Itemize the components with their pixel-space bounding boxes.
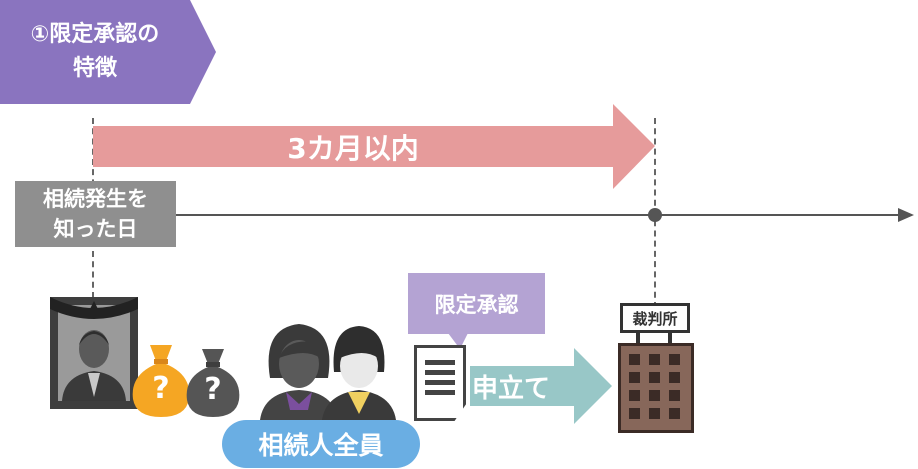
court-sign: 裁判所: [620, 303, 690, 333]
orange-bag-question-mark: ?: [152, 370, 170, 406]
heirs-badge: 相続人全員: [222, 420, 420, 468]
building-window: [649, 372, 660, 383]
building-window: [629, 354, 640, 365]
building-window: [629, 408, 640, 419]
timeline-axis: [93, 214, 905, 216]
court-sign-post: [668, 333, 672, 343]
deadline-marker: [648, 208, 662, 222]
document-line: [425, 390, 455, 395]
period-label: 3カ月以内: [287, 131, 419, 165]
building-window: [669, 390, 680, 401]
gray-money-bag-icon: [186, 349, 240, 417]
document-line: [425, 370, 455, 375]
start-event-line-2: 知った日: [53, 217, 138, 241]
building-window: [669, 408, 680, 419]
memorial-portrait-icon: [50, 297, 138, 409]
building-window: [629, 372, 640, 383]
orange-money-bag-icon: [132, 345, 190, 417]
heir-young-woman-icon: [322, 326, 396, 420]
court-building-icon: [618, 343, 694, 433]
court-sign-post: [636, 333, 640, 343]
start-event-line-1: 相続発生を: [43, 187, 148, 211]
start-event-box: 相続発生を 知った日: [15, 181, 176, 247]
filing-label: 申立て: [472, 373, 551, 404]
title-banner: ①限定承認の 特徴: [0, 0, 216, 104]
document-line: [425, 380, 455, 385]
building-window: [669, 372, 680, 383]
building-window: [669, 354, 680, 365]
building-window: [629, 390, 640, 401]
timeline-arrowhead: [898, 208, 914, 222]
document-icon: [414, 345, 466, 421]
gray-bag-question-mark: ?: [204, 371, 222, 407]
building-window: [649, 390, 660, 401]
title-line-1: ①限定承認の: [30, 22, 160, 47]
heir-woman-icon: [260, 324, 338, 420]
building-window: [649, 354, 660, 365]
title-line-2: 特徴: [72, 56, 117, 81]
building-window: [649, 408, 660, 419]
document-line: [425, 360, 455, 365]
limited-approval-callout: 限定承認: [408, 273, 545, 334]
deceased-person-icon: [50, 297, 138, 401]
